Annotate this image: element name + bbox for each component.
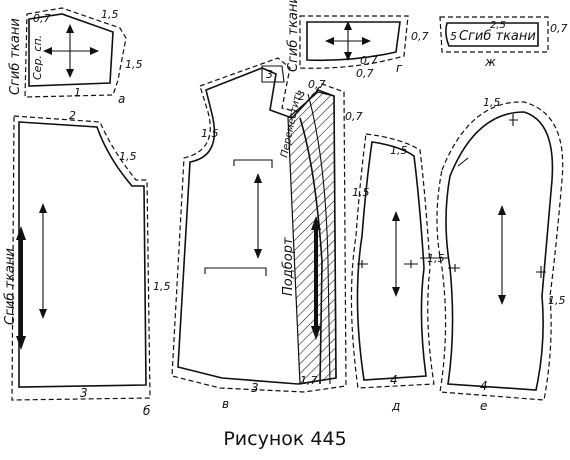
piece-b-allowance-3: 1,5 <box>153 280 171 293</box>
piece-b-allowance-4: 3 <box>80 386 88 400</box>
piece-v-allowance-5: 1,5 <box>201 127 219 140</box>
piece-g-allowance-2: 0,7 <box>356 67 374 80</box>
piece-zh-fold-label: Сгиб ткани <box>459 29 536 44</box>
piece-a: Сер. сп. Сгиб ткани 0,7 1,5 1,5 1 а <box>8 7 143 106</box>
piece-v-allowance-6: 3 <box>251 381 259 395</box>
piece-g-allowance-1: 0,7 <box>411 30 429 43</box>
piece-zh: Сгиб ткани 5 2,5 0,7 ж <box>439 16 568 69</box>
piece-e-letter: е <box>480 399 487 413</box>
piece-zh-allowance-2: 2,5 <box>490 20 506 31</box>
piece-d-allowance-3: 4 <box>390 373 398 387</box>
piece-v-allowance-3: 2 <box>298 90 305 103</box>
piece-e-allowance-2: 1,5 <box>427 252 445 265</box>
piece-d-allowance-2: 1,5 <box>352 186 370 199</box>
piece-v-allowance-4: 0,7 <box>345 110 363 123</box>
piece-v-facing-label: Подборт <box>281 237 296 296</box>
piece-b-allowance-2: 1,5 <box>119 150 137 163</box>
piece-a-letter: а <box>118 92 125 106</box>
piece-a-fold-label: Сгиб ткани <box>8 18 23 95</box>
piece-g: Сгиб ткани 0,7 0,7 0,7 г <box>286 0 429 80</box>
piece-e: 1,5 1,5 1,5 4 е <box>420 96 566 413</box>
piece-d-letter: д <box>391 399 400 413</box>
piece-a-allowance-1: 0,7 <box>33 12 51 25</box>
piece-zh-letter: ж <box>484 55 496 69</box>
piece-d-allowance-1: 1,5 <box>390 144 408 157</box>
piece-g-allowance-3: 0,7 <box>360 54 378 67</box>
piece-v-letter: в <box>222 397 229 411</box>
piece-g-fold-label: Сгиб ткани <box>286 0 301 72</box>
piece-a-side-label: Сер. сп. <box>31 35 44 80</box>
piece-b: Сгиб ткани 2 1,5 1,5 3 б <box>3 109 171 418</box>
piece-e-allowance-4: 4 <box>480 379 488 393</box>
piece-v-allowance-1: 3 <box>266 68 273 81</box>
piece-zh-allowance-3: 0,7 <box>550 22 568 35</box>
piece-b-allowance-1: 2 <box>69 109 76 122</box>
piece-g-letter: г <box>396 61 403 75</box>
piece-b-fold-label: Сгиб ткани <box>3 248 18 325</box>
piece-v: Переместить Подборт 3 0,7 2 0,7 1,5 3 1,… <box>171 57 363 411</box>
piece-a-allowance-4: 1 <box>74 86 81 99</box>
piece-v-allowance-2: 0,7 <box>308 78 326 91</box>
piece-e-allowance-3: 1,5 <box>548 294 566 307</box>
figure-caption: Рисунок 445 <box>223 428 347 450</box>
piece-zh-allowance-1: 5 <box>450 30 457 43</box>
piece-d: 1,5 1,5 4 д <box>350 133 435 413</box>
piece-a-allowance-3: 1,5 <box>125 58 143 71</box>
piece-v-allowance-7: 1,7 <box>300 374 318 387</box>
piece-a-allowance-2: 1,5 <box>101 8 119 21</box>
piece-e-allowance-1: 1,5 <box>483 96 501 109</box>
piece-b-letter: б <box>143 404 151 418</box>
